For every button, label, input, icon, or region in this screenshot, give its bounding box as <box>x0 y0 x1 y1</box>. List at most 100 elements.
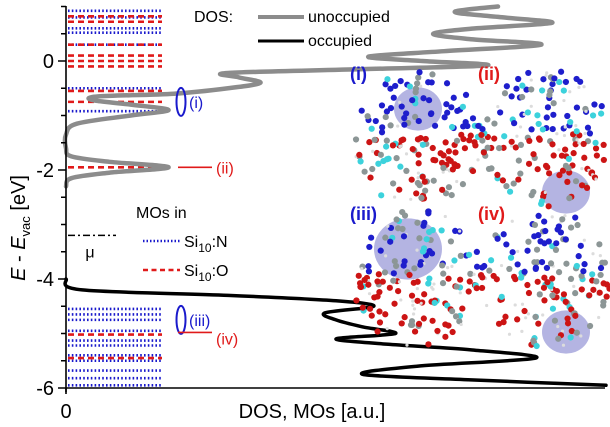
atom <box>415 160 422 167</box>
atom <box>509 249 516 256</box>
atom <box>564 315 571 322</box>
mu-label: μ <box>85 244 94 261</box>
atom <box>414 219 421 226</box>
atom <box>425 79 432 86</box>
atom <box>366 279 371 283</box>
mo-levels-group <box>68 9 162 387</box>
atom <box>568 327 575 335</box>
atom <box>515 75 522 83</box>
atom <box>518 125 523 129</box>
atom <box>415 74 422 81</box>
atom <box>533 246 541 253</box>
atom <box>513 303 517 307</box>
inset-panel-label: (i) <box>350 64 367 84</box>
atom <box>507 254 515 261</box>
atom <box>469 167 477 175</box>
mo-legend-label-n: Si10:N <box>184 234 228 255</box>
atom <box>376 308 383 315</box>
atom <box>603 281 610 288</box>
atom <box>597 271 604 279</box>
atom <box>428 110 435 117</box>
atom <box>452 149 459 156</box>
atom <box>581 261 588 268</box>
atom <box>541 218 548 225</box>
atom <box>445 275 452 282</box>
atom <box>480 149 487 156</box>
legend-label-occupied: occupied <box>308 33 372 50</box>
atom <box>414 278 421 285</box>
atom <box>465 288 472 295</box>
atom <box>503 183 510 190</box>
atom <box>549 125 556 133</box>
atom <box>531 221 539 229</box>
atom <box>540 193 547 200</box>
atom <box>415 151 422 158</box>
atom <box>459 305 466 312</box>
atom <box>390 270 397 277</box>
atom <box>556 172 563 179</box>
atom <box>573 128 580 135</box>
atom <box>562 78 570 86</box>
y-ticks-group <box>58 5 66 389</box>
atom <box>390 277 397 284</box>
atom <box>378 102 386 109</box>
atom <box>368 125 375 132</box>
atom <box>361 168 368 175</box>
atom <box>575 138 579 142</box>
atom <box>440 152 447 159</box>
atom <box>590 286 597 293</box>
atom <box>484 116 491 123</box>
atom <box>591 252 595 256</box>
atom <box>450 94 457 101</box>
atom <box>582 238 586 242</box>
mo-legend: MOs in Si10:N Si10:O <box>136 205 228 284</box>
atom <box>398 137 405 144</box>
atom <box>456 318 463 325</box>
atom <box>600 302 607 309</box>
atom <box>414 80 421 87</box>
atom <box>457 276 464 283</box>
atom <box>473 248 480 255</box>
atom <box>593 152 600 159</box>
atom <box>549 141 556 148</box>
atom <box>419 301 423 305</box>
atom <box>453 162 460 169</box>
inset-panel-2: (ii) <box>478 64 607 214</box>
atom <box>419 248 427 255</box>
atom <box>422 135 429 143</box>
atom <box>577 141 581 145</box>
atom <box>506 265 513 273</box>
atom <box>534 112 541 119</box>
atom <box>379 278 386 285</box>
atom <box>491 135 498 142</box>
atom <box>523 86 530 93</box>
atom <box>592 145 600 152</box>
atom <box>425 97 433 104</box>
atom <box>572 178 580 185</box>
atom <box>491 120 498 127</box>
atom <box>415 248 419 252</box>
atom <box>382 234 389 241</box>
atom <box>446 266 450 270</box>
atom <box>466 137 473 144</box>
atom <box>393 262 400 270</box>
atom <box>399 298 403 302</box>
atom <box>550 152 557 159</box>
atom <box>400 233 408 240</box>
atom <box>524 281 531 289</box>
y-tick-label: -2 <box>36 160 54 182</box>
atom <box>411 328 419 335</box>
atom <box>565 155 572 162</box>
atom <box>429 71 436 78</box>
atom <box>580 268 587 275</box>
inset-panels: (i)(ii)(iii)(iv) <box>350 64 610 354</box>
atom <box>559 216 566 223</box>
atom <box>564 178 571 185</box>
atom <box>458 291 462 295</box>
atom <box>442 321 449 328</box>
atom <box>387 104 395 112</box>
atom <box>411 312 416 316</box>
atom <box>533 342 540 350</box>
atom <box>476 158 480 162</box>
